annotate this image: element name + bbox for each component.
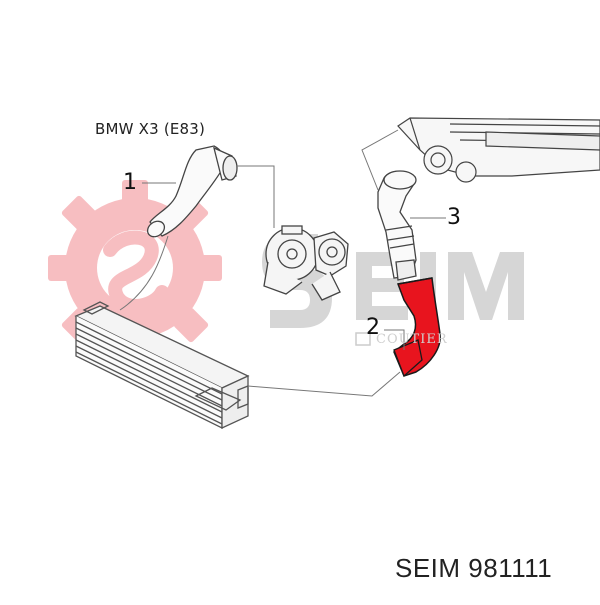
- diagram-title: BMW X3 (E83): [95, 120, 206, 138]
- hose-1-icon: [146, 145, 238, 238]
- part-number-label: SEIM 981111: [395, 553, 553, 583]
- intercooler-icon: [74, 301, 250, 430]
- callout-1: 1: [123, 170, 137, 195]
- callout-2: 2: [366, 315, 380, 340]
- leader-lines: [119, 129, 446, 397]
- hose-3-icon: [377, 170, 417, 281]
- watermark-subtext: COUTIER: [376, 332, 448, 347]
- hose-2-highlighted-icon: [393, 277, 441, 378]
- turbocharger-icon: [263, 225, 349, 301]
- engine-intake-icon: [397, 117, 600, 183]
- callout-3: 3: [447, 205, 461, 230]
